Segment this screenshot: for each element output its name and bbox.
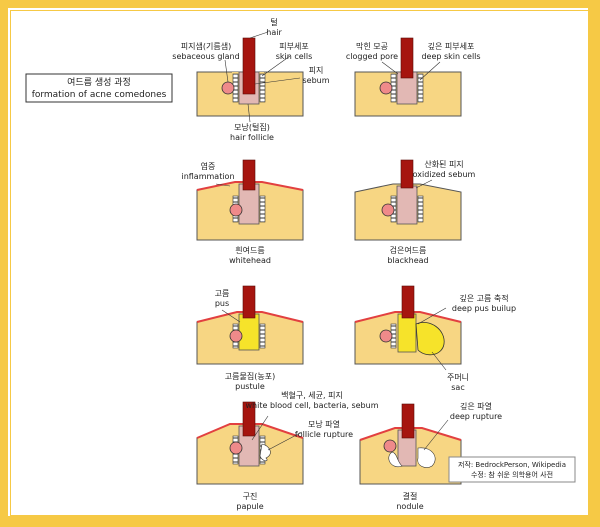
hair-shaft bbox=[242, 285, 256, 319]
whitehead-caption-ko: 흰여드름 bbox=[235, 245, 264, 255]
whitehead-caption-en: whitehead bbox=[229, 256, 271, 265]
title-en: formation of acne comedones bbox=[32, 90, 167, 100]
hair-shaft bbox=[401, 403, 415, 439]
credit-line2: 수정: 참 쉬운 의학용어 사전 bbox=[471, 470, 553, 479]
clogged-pore-label-en: clogged pore bbox=[346, 52, 398, 61]
papule-caption-en: papule bbox=[236, 502, 263, 511]
wbc-label-en: white blood cell, bacteria, sebum bbox=[246, 401, 379, 410]
panel-deep-pus bbox=[354, 285, 462, 371]
hair-label-en: hair bbox=[266, 28, 282, 37]
oxidized-sebum-label-ko: 산화된 피지 bbox=[424, 159, 463, 169]
sebaceous-gland bbox=[381, 203, 395, 217]
blackhead-caption-ko: 검은여드름 bbox=[390, 245, 427, 255]
sebaceous-gland bbox=[379, 81, 393, 95]
inflammation-label-ko: 염증 bbox=[201, 162, 216, 171]
panel-nodule bbox=[359, 403, 462, 485]
hair-shaft bbox=[401, 285, 415, 319]
sebaceous-gland bbox=[229, 441, 243, 455]
deep-rupture-label-ko: 깊은 파열 bbox=[460, 401, 492, 411]
follicle bbox=[396, 185, 418, 225]
sebaceous-gland bbox=[229, 203, 243, 217]
hair-follicle-label-en: hair follicle bbox=[230, 133, 274, 142]
skin-cells-label-ko: 피부세포 bbox=[279, 42, 308, 51]
credit-line1: 저작: BedrockPerson, Wikipedia bbox=[458, 460, 566, 469]
pus-sac bbox=[415, 322, 445, 356]
hair-shaft bbox=[242, 37, 256, 95]
papule-caption-ko: 구진 bbox=[243, 491, 258, 501]
sebum-label-en: sebum bbox=[302, 76, 329, 85]
sebaceous-gland bbox=[383, 439, 397, 453]
panel-blackhead bbox=[354, 159, 462, 241]
hair-shaft bbox=[242, 401, 256, 437]
blackhead-caption-en: blackhead bbox=[387, 256, 428, 265]
wbc-label-ko: 백혈구, 세균, 피지 bbox=[281, 390, 343, 400]
deep-rupture-label-en: deep rupture bbox=[450, 412, 502, 421]
clogged-pore-label-ko: 막힌 모공 bbox=[356, 41, 388, 51]
nodule-caption-ko: 결절 bbox=[403, 491, 418, 501]
hair-label-ko: 털 bbox=[270, 17, 277, 27]
pustule-caption-ko: 고름물집(농포) bbox=[225, 371, 275, 381]
deep-rupture bbox=[417, 447, 436, 468]
sebaceous-gland-label-en: sebaceous gland bbox=[172, 52, 239, 61]
deep-skin-cells-label-en: deep skin cells bbox=[421, 52, 480, 61]
panel-clogged bbox=[354, 37, 462, 117]
deep-pus-label-en: deep pus builup bbox=[452, 304, 516, 313]
hair-follicle-label-ko: 모낭(털집) bbox=[234, 122, 270, 132]
panel-pustule bbox=[196, 285, 304, 365]
inflammation-label-en: inflammation bbox=[181, 172, 234, 181]
follicle-rupture-label-en: follicle rupture bbox=[295, 430, 353, 439]
sac-label-ko: 주머니 bbox=[447, 372, 469, 382]
sebaceous-gland bbox=[229, 329, 243, 343]
hair-shaft bbox=[400, 37, 414, 79]
credit-box: 저작: BedrockPerson, Wikipedia 수정: 참 쉬운 의학… bbox=[448, 456, 576, 483]
title-box: 여드름 생성 과정 formation of acne comedones bbox=[25, 73, 173, 103]
oxidized-sebum-label-en: oxidized sebum bbox=[413, 170, 476, 179]
deep-pus-label-ko: 깊은 고름 축적 bbox=[459, 293, 508, 303]
sebaceous-gland-label-ko: 피지샘(기름샘) bbox=[181, 42, 231, 51]
pustule-caption-en: pustule bbox=[235, 382, 265, 391]
skin-cells-right bbox=[417, 73, 424, 103]
pus-label-en: pus bbox=[215, 299, 229, 308]
sebaceous-gland bbox=[221, 81, 235, 95]
pus-label-ko: 고름 bbox=[215, 289, 230, 298]
skin-cells-right bbox=[259, 73, 266, 103]
deep-skin-cells-label-ko: 깊은 피부세포 bbox=[428, 41, 475, 51]
sac-label-en: sac bbox=[451, 383, 464, 392]
sebaceous-gland bbox=[379, 329, 393, 343]
title-ko: 여드름 생성 과정 bbox=[67, 76, 131, 88]
hair-shaft bbox=[242, 159, 256, 191]
follicle-rupture-label-ko: 모낭 파열 bbox=[308, 419, 340, 429]
pus-follicle bbox=[238, 313, 260, 351]
follicle-rupture bbox=[259, 443, 271, 462]
panel-whitehead bbox=[196, 159, 304, 241]
inner-frame-line bbox=[10, 10, 590, 516]
sebum-label-ko: 피지 bbox=[309, 66, 324, 75]
nodule-caption-en: nodule bbox=[396, 502, 423, 511]
panel-normal bbox=[196, 31, 304, 123]
skin-cells-label-en: skin cells bbox=[276, 52, 313, 61]
panel-papule bbox=[196, 401, 304, 485]
hair-shaft bbox=[400, 159, 414, 189]
